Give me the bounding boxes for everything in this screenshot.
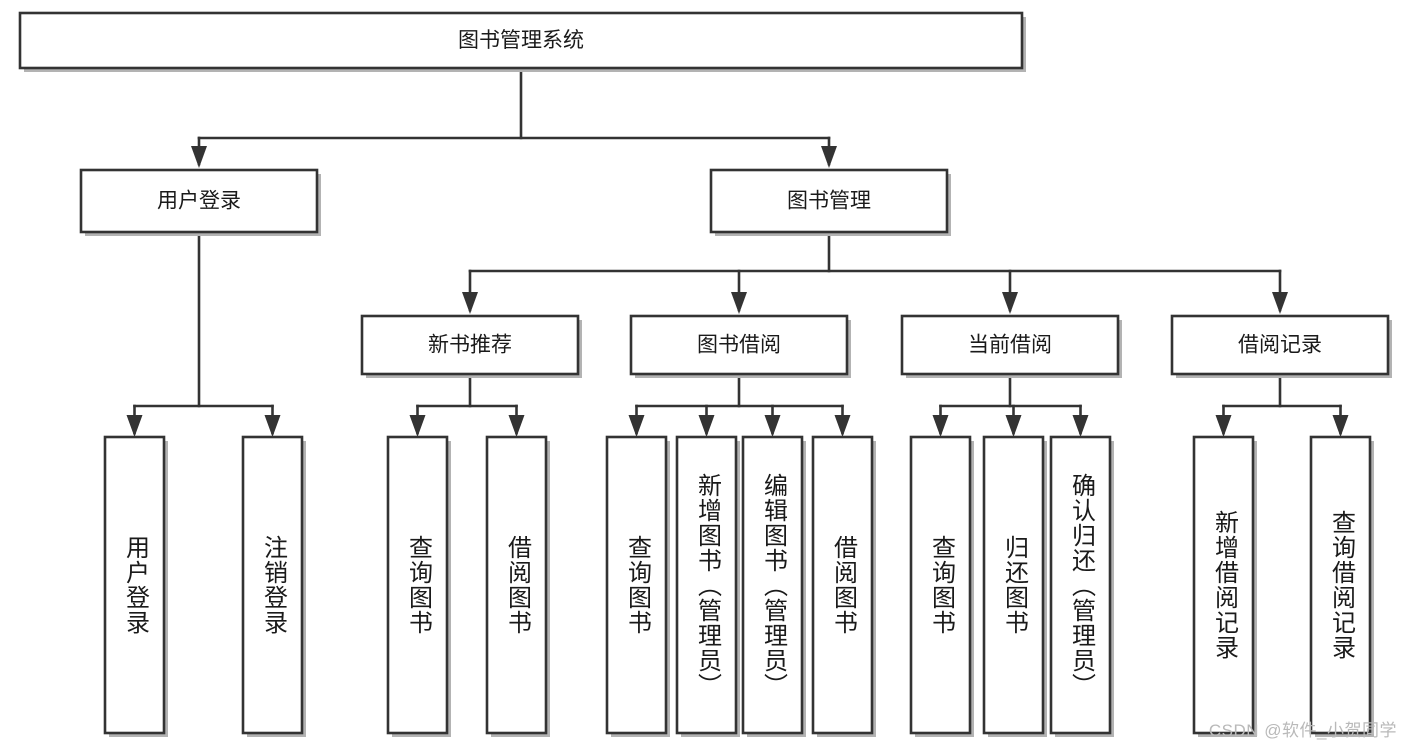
leaf-box-8[interactable]	[909, 435, 972, 735]
level3-arrow-0	[462, 292, 478, 314]
leaf-arrow-6	[764, 415, 781, 437]
leaf-arrow-12	[1332, 415, 1349, 437]
level2-label-1: 图书管理	[787, 190, 871, 213]
leaf-arrow-11	[1215, 415, 1232, 437]
level3-arrow-2	[1002, 292, 1018, 314]
leaf-box-12[interactable]	[1309, 435, 1372, 735]
leaf-box-10[interactable]	[1049, 435, 1112, 735]
leaf-arrow-7	[834, 415, 851, 437]
box-layer	[18, 11, 1390, 735]
leaf-box-11[interactable]	[1192, 435, 1255, 735]
leaf-arrow-8	[932, 415, 949, 437]
level3-label-1: 图书借阅	[697, 334, 781, 357]
watermark: CSDN @软件_小贺同学	[1208, 721, 1397, 740]
leaf-arrow-3	[508, 415, 525, 437]
level3-arrow-3	[1272, 292, 1288, 314]
leaf-arrow-4	[628, 415, 645, 437]
leaf-box-4[interactable]	[605, 435, 668, 735]
level2-box-1[interactable]	[709, 168, 949, 234]
level2-box-0[interactable]	[79, 168, 319, 234]
leaf-box-5[interactable]	[675, 435, 738, 735]
leaf-box-2[interactable]	[386, 435, 449, 735]
level3-arrow-1	[731, 292, 747, 314]
leaf-box-3[interactable]	[485, 435, 548, 735]
leaf-box-7[interactable]	[811, 435, 874, 735]
level3-box-1[interactable]	[629, 314, 849, 376]
leaf-box-6[interactable]	[741, 435, 804, 735]
level2-arrow-0	[191, 146, 207, 168]
leaf-arrow-2	[409, 415, 426, 437]
leaf-arrow-10	[1072, 415, 1089, 437]
level2-label-0: 用户登录	[157, 190, 241, 213]
level3-box-3[interactable]	[1170, 314, 1390, 376]
leaf-arrow-5	[698, 415, 715, 437]
leaf-arrow-1	[264, 415, 281, 437]
leaf-arrow-9	[1005, 415, 1022, 437]
level3-label-3: 借阅记录	[1238, 334, 1322, 357]
root-box-0[interactable]	[18, 11, 1024, 70]
leaf-box-1[interactable]	[241, 435, 304, 735]
level2-arrow-1	[821, 146, 837, 168]
level3-label-0: 新书推荐	[428, 334, 512, 357]
level3-label-2: 当前借阅	[968, 334, 1052, 357]
level3-box-0[interactable]	[360, 314, 580, 376]
leaf-box-9[interactable]	[982, 435, 1045, 735]
root-label-0: 图书管理系统	[458, 29, 584, 52]
level3-box-2[interactable]	[900, 314, 1120, 376]
leaf-arrow-0	[126, 415, 143, 437]
connector-layer	[126, 66, 1349, 437]
leaf-box-0[interactable]	[103, 435, 166, 735]
